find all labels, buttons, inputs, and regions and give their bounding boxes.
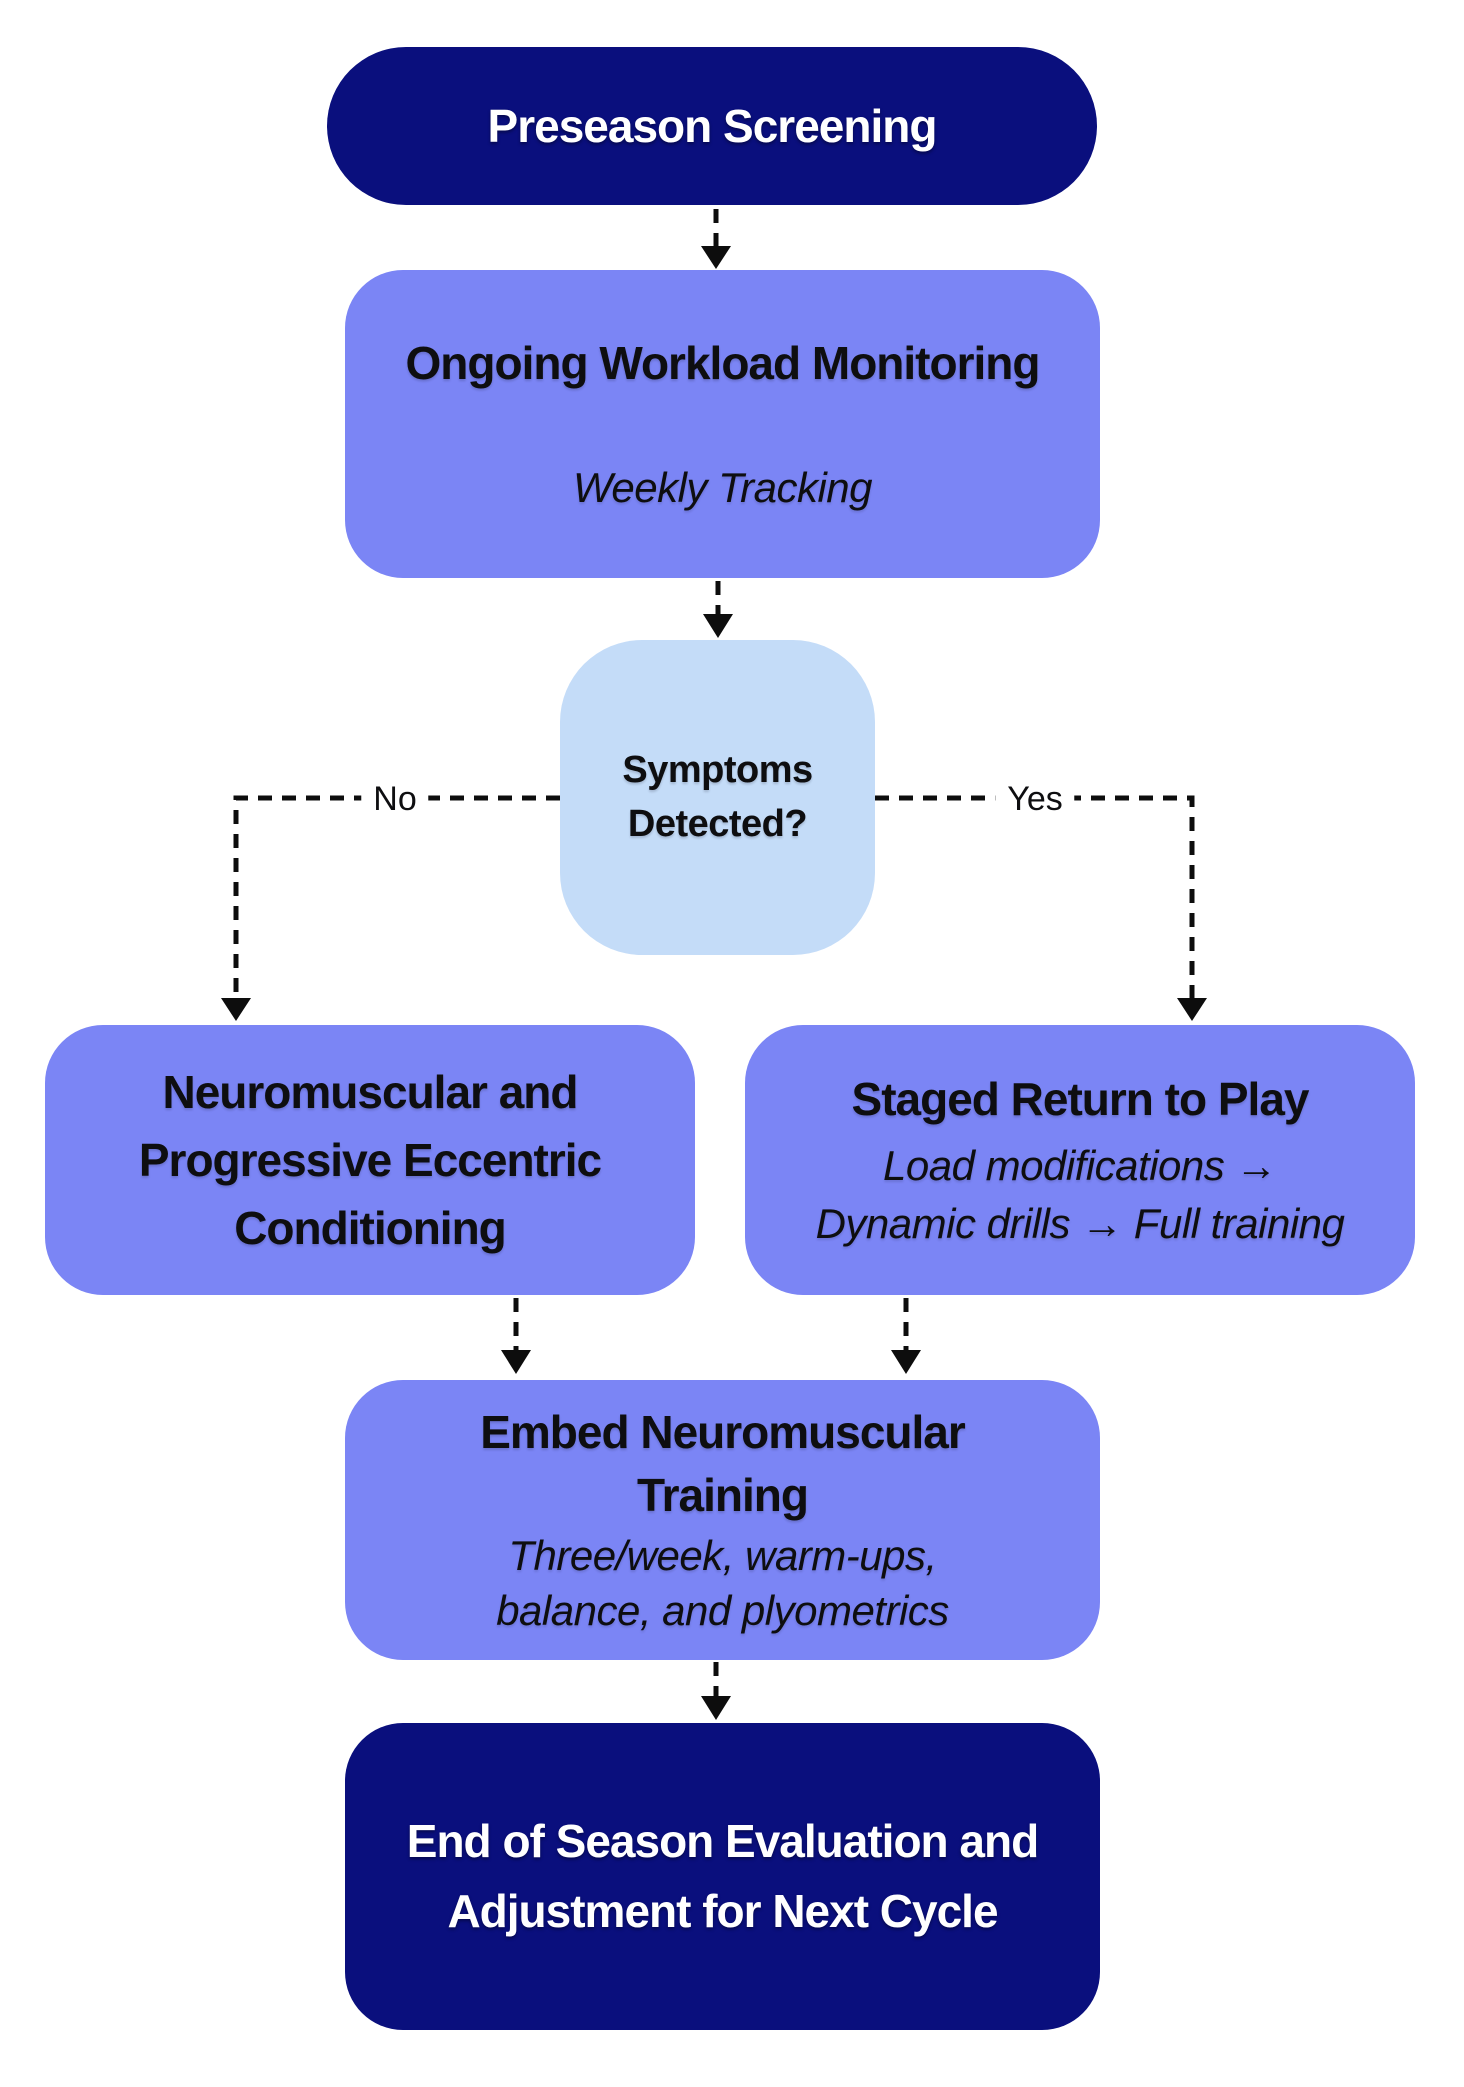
node-embed-neuromuscular-training: Embed Neuromuscular Training Three/week,… xyxy=(345,1380,1100,1660)
title-line: Symptoms xyxy=(622,748,813,791)
title-line: End of Season Evaluation and xyxy=(406,1814,1039,1867)
subtitle-line: Three/week, warm-ups, xyxy=(508,1531,937,1579)
subtitle-line: balance, and plyometrics xyxy=(496,1587,949,1635)
subtitle-line: Dynamic drills → Full training xyxy=(815,1200,1345,1248)
node-symptoms-detected-decision: Symptoms Detected? xyxy=(560,640,875,955)
node-title: Neuromuscular and Progressive Eccentric … xyxy=(138,1058,602,1262)
node-title: Symptoms Detected? xyxy=(622,744,813,852)
node-neuromuscular-conditioning: Neuromuscular and Progressive Eccentric … xyxy=(45,1025,695,1295)
node-title: Ongoing Workload Monitoring xyxy=(405,337,1041,390)
title-line: Embed Neuromuscular xyxy=(480,1406,966,1459)
node-title: End of Season Evaluation and Adjustment … xyxy=(406,1807,1039,1947)
title-line: Progressive Eccentric xyxy=(138,1133,602,1186)
node-title: Preseason Screening xyxy=(487,99,938,152)
node-subtitle: Load modifications → Dynamic drills → Fu… xyxy=(816,1137,1345,1255)
arrow-monitoring-to-decision xyxy=(703,581,733,638)
node-ongoing-workload-monitoring: Ongoing Workload Monitoring Weekly Track… xyxy=(345,270,1100,578)
arrow-decision-no-branch xyxy=(221,795,560,1021)
node-preseason-screening: Preseason Screening xyxy=(327,47,1097,205)
edge-label-no: No xyxy=(361,780,429,818)
title-line: Detected? xyxy=(627,802,808,845)
node-end-of-season-evaluation: End of Season Evaluation and Adjustment … xyxy=(345,1723,1100,2030)
arrow-embed-to-end xyxy=(701,1662,731,1720)
title-line: Adjustment for Next Cycle xyxy=(447,1884,998,1937)
edge-label-yes: Yes xyxy=(995,780,1075,818)
node-title: Embed Neuromuscular Training xyxy=(480,1401,966,1525)
node-title: Staged Return to Play xyxy=(851,1072,1310,1125)
arrow-decision-yes-branch xyxy=(875,795,1207,1021)
node-subtitle: Three/week, warm-ups, balance, and plyom… xyxy=(496,1528,949,1639)
subtitle-line: Load modifications → xyxy=(883,1141,1277,1189)
arrow-preseason-to-monitoring xyxy=(701,209,731,269)
node-staged-return-to-play: Staged Return to Play Load modifications… xyxy=(745,1025,1415,1295)
title-line: Training xyxy=(637,1468,809,1521)
title-line: Conditioning xyxy=(234,1202,507,1255)
title-line: Neuromuscular and xyxy=(162,1065,579,1118)
arrow-conditioning-to-embed xyxy=(501,1298,531,1374)
arrow-return-to-embed xyxy=(891,1298,921,1374)
node-subtitle: Weekly Tracking xyxy=(572,463,873,511)
